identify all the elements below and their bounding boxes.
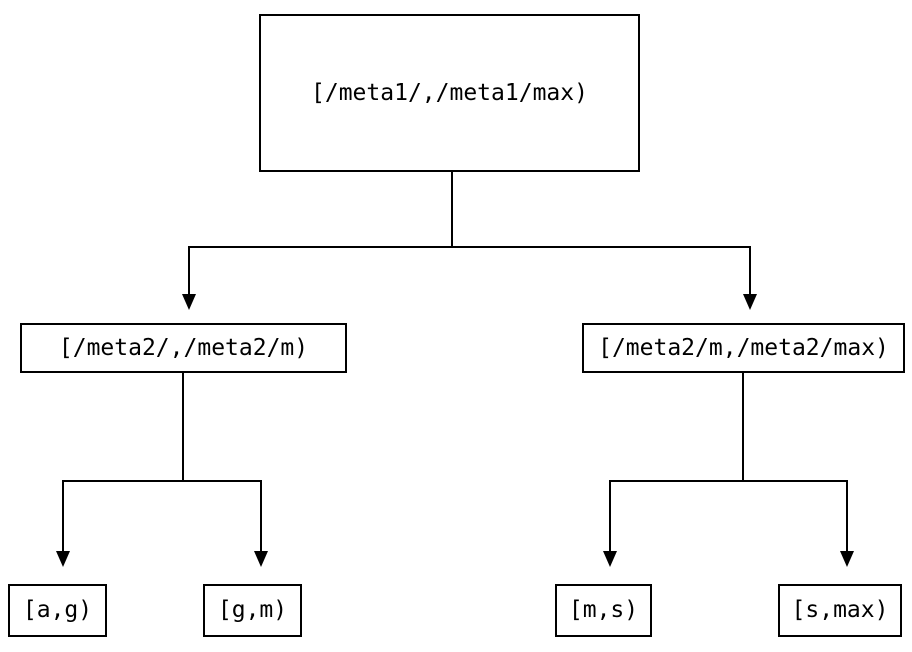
- node-leaf-s-max-label: [s,max): [791, 597, 889, 623]
- edge-left-branch: [62, 373, 262, 553]
- node-leaf-g-m-label: [g,m): [217, 597, 288, 623]
- arrowhead-to-level2-left: [182, 294, 196, 310]
- node-root: [/meta1/,/meta1/max): [259, 14, 640, 172]
- node-leaf-s-max: [s,max): [778, 584, 902, 637]
- arrowhead-to-leaf-gm: [254, 551, 268, 567]
- edge-root-branch: [188, 172, 751, 296]
- node-leaf-m-s-label: [m,s): [568, 597, 639, 623]
- node-root-label: [/meta1/,/meta1/max): [311, 79, 588, 106]
- node-level2-left: [/meta2/,/meta2/m): [20, 323, 347, 373]
- node-leaf-a-g: [a,g): [8, 584, 107, 637]
- edge-right-branch: [609, 373, 848, 553]
- arrowhead-to-level2-right: [743, 294, 757, 310]
- arrowhead-to-leaf-ms: [603, 551, 617, 567]
- node-level2-left-label: [/meta2/,/meta2/m): [58, 334, 309, 361]
- node-level2-right-label: [/meta2/m,/meta2/max): [598, 334, 889, 361]
- node-leaf-a-g-label: [a,g): [22, 597, 93, 623]
- arrowhead-to-leaf-smax: [840, 551, 854, 567]
- node-leaf-m-s: [m,s): [555, 584, 652, 637]
- node-level2-right: [/meta2/m,/meta2/max): [582, 323, 905, 373]
- node-leaf-g-m: [g,m): [203, 584, 302, 637]
- arrowhead-to-leaf-ag: [56, 551, 70, 567]
